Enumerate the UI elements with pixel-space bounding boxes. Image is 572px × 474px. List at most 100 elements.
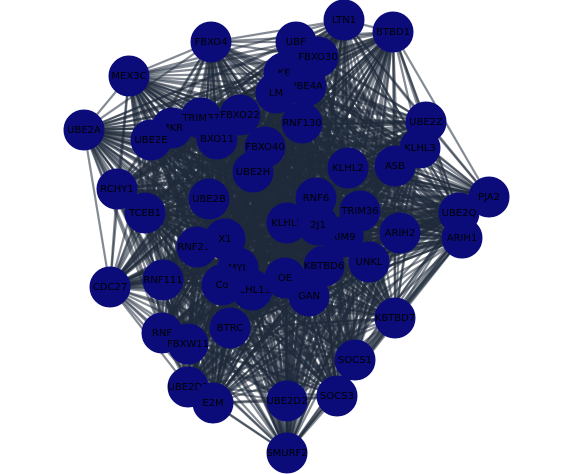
node-label-fbxo4: FBXO4 [194,37,227,48]
node-label-lm: LM [269,88,283,99]
edge-btrc-socs1 [229,326,356,362]
edge-fbxo40-rchy1 [116,145,266,191]
node-circle-tceb1[interactable] [124,192,166,234]
node-klhl5[interactable]: KLHL5 [266,202,308,244]
node-circle-unkl[interactable] [348,241,390,283]
node-circle-j1[interactable] [297,204,339,246]
edge-arih1-ube2d3 [187,237,463,388]
node-label-tceb1: TCEB1 [128,208,161,219]
node-circle-rnf111[interactable] [142,259,184,301]
node-kbtbd7[interactable]: KBTBD7 [374,297,416,339]
node-label-kbtbd6: KBTBD6 [304,261,344,272]
node-label-rnf: RNF [152,328,172,339]
node-ube2e[interactable]: UBE2E [130,119,172,161]
node-oe[interactable]: OE [264,257,306,299]
node-rchy1[interactable]: RCHY1 [96,168,138,210]
node-circle-rchy1[interactable] [96,168,138,210]
node-cdc27[interactable]: CDC27 [89,266,131,308]
edge-unkl-ube2d2 [286,261,370,402]
node-lm[interactable]: LM [255,72,297,114]
node-klhl2[interactable]: KLHL2 [327,147,369,189]
node-label-socs3: SOCS3 [320,391,354,402]
node-ube2h[interactable]: UBE2H [232,151,274,193]
edge-fbxw11-socs1 [187,342,356,362]
node-label-asb: ASB [385,161,405,172]
node-tceb1[interactable]: TCEB1 [124,192,166,234]
node-smurf2[interactable]: SMURF2 [266,432,308,474]
node-circle-smurf2[interactable] [266,432,308,474]
node-label-mkr: MKR [161,123,183,134]
node-label-gan: GAN [298,291,320,302]
node-label-trim36: TRIM36 [340,206,378,217]
node-circle-ltn1[interactable] [323,0,365,41]
node-e2m[interactable]: E2M [192,382,234,424]
node-label-ube2a: UBE2A [67,125,101,136]
node-circle-btbd1[interactable] [372,11,414,53]
node-circle-kbtbd7[interactable] [374,297,416,339]
node-circle-lm[interactable] [255,72,297,114]
node-circle-ube2e[interactable] [130,119,172,161]
node-kbtbd6[interactable]: KBTBD6 [303,245,345,287]
node-ltn1[interactable]: LTN1 [323,0,365,41]
node-btrc[interactable]: BTRC [209,307,251,349]
node-arih2[interactable]: ARIH2 [379,212,421,254]
node-circle-ube2h[interactable] [232,151,274,193]
edge-fbxw11-smurf2 [187,343,288,454]
node-circle-cdc27[interactable] [89,266,131,308]
node-x1[interactable]: X1 [204,218,246,260]
node-rnf111[interactable]: RNF111 [142,259,184,301]
edge-ube4a-ube2z [305,84,427,124]
node-label-ube2q: UBE2Q [442,208,477,219]
node-circle-arih1[interactable] [441,217,483,259]
node-circle-x1[interactable] [204,218,246,260]
node-circle-fbxo4[interactable] [190,21,232,63]
node-circle-ube2b[interactable] [188,178,230,220]
node-ube2a[interactable]: UBE2A [63,109,105,151]
node-label-fbxo22: FBXO22 [220,110,259,121]
node-circle-socs1[interactable] [334,339,376,381]
node-unkl[interactable]: UNKL [348,241,390,283]
node-circle-ube2a[interactable] [63,109,105,151]
node-label-fbxo30: FBXO30 [298,52,337,63]
node-label-klhl2: KLHL2 [332,163,364,174]
node-circle-btrc[interactable] [209,307,251,349]
node-circle-rnf130[interactable] [281,102,323,144]
node-circle-socs3[interactable] [316,375,358,417]
node-label-rnf111: RNF111 [143,275,182,286]
node-circle-mex3c[interactable] [108,55,150,97]
node-circle-ube2d2[interactable] [266,380,308,422]
node-fbxo4[interactable]: FBXO4 [190,21,232,63]
node-socs3[interactable]: SOCS3 [316,375,358,417]
edge-btrc-socs3 [229,327,338,397]
node-mex3c[interactable]: MEX3C [108,55,150,97]
node-circle-fbxw11[interactable] [167,323,209,365]
node-circle-e2m[interactable] [192,382,234,424]
node-circle-bxo11[interactable] [196,118,238,160]
node-rnf130[interactable]: RNF130 [281,102,323,144]
node-bxo11[interactable]: BXO11 [196,118,238,160]
node-j1[interactable]: 2J1 [297,204,339,246]
node-circle-co[interactable] [201,264,243,306]
node-ube2b[interactable]: UBE2B [188,178,230,220]
node-socs1[interactable]: SOCS1 [334,339,376,381]
node-circle-oe[interactable] [264,257,306,299]
node-label-btbd1: BTBD1 [376,27,410,38]
edge-gan-e2m [212,295,310,404]
node-arih1[interactable]: ARIH1 [441,217,483,259]
node-fbxw11[interactable]: FBXW11 [167,323,209,365]
node-label-trim37: TRIM37 [181,113,219,124]
node-label-ube2e: UBE2E [134,135,167,146]
node-circle-arih2[interactable] [379,212,421,254]
node-asb[interactable]: ASB [374,145,416,187]
edge-ke-mex3c [128,71,285,78]
node-circle-klhl2[interactable] [327,147,369,189]
node-btbd1[interactable]: BTBD1 [372,11,414,53]
edge-rnf130-ube2z [301,120,427,125]
node-co[interactable]: Co [201,264,243,306]
node-label-socs1: SOCS1 [338,355,372,366]
node-label-klhl3: KLHL3 [404,143,436,154]
node-label-rnf130: RNF130 [282,118,321,129]
node-circle-asb[interactable] [374,145,416,187]
node-ube2d2[interactable]: UBE2D2 [266,380,308,422]
